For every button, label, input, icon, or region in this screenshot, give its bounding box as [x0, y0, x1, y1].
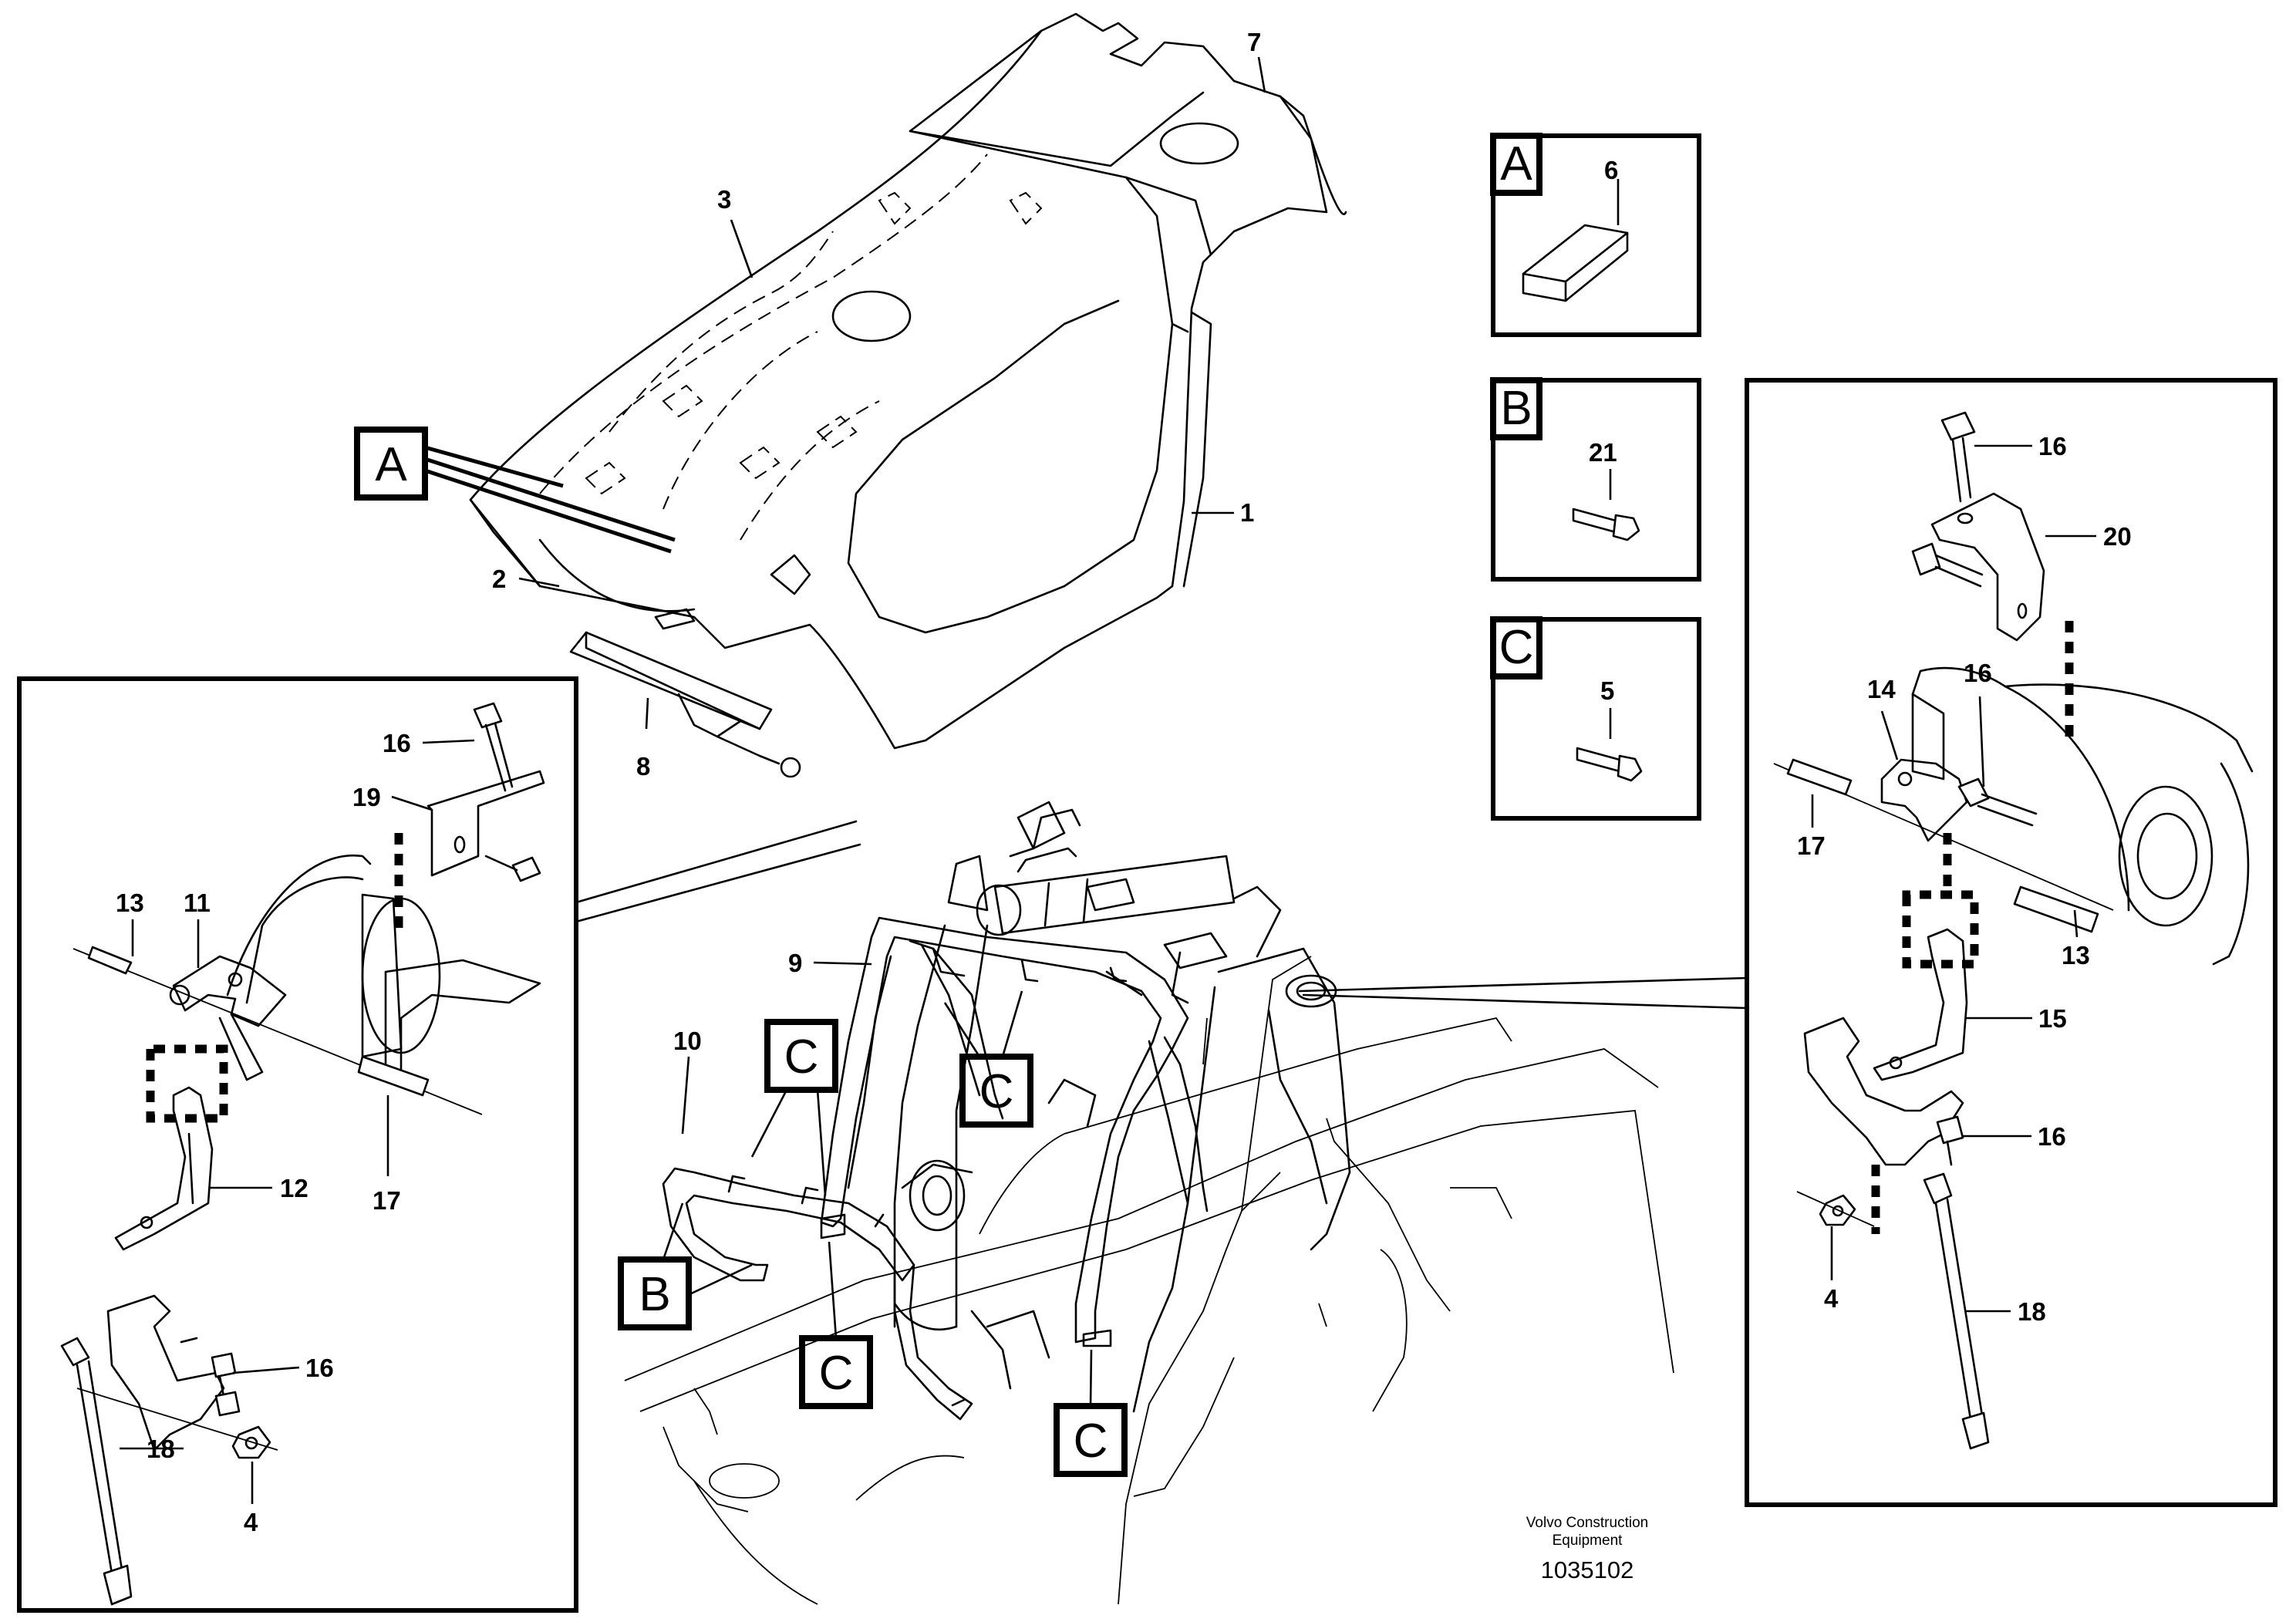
label-21: 21	[1589, 438, 1617, 467]
svg-text:B: B	[639, 1268, 670, 1321]
callout-c1: C	[750, 1019, 838, 1196]
left-label-13: 13	[116, 889, 144, 917]
label-10: 10	[673, 1027, 702, 1055]
label-2: 2	[492, 565, 506, 593]
detail-b-letter: B	[1500, 382, 1532, 435]
right-label-14: 14	[1867, 675, 1896, 703]
svg-text:C: C	[979, 1065, 1014, 1118]
detail-a-letter: A	[1500, 137, 1532, 191]
left-detail-box	[17, 676, 578, 1613]
part-numbers: 7 3 1 2 6 21 5 8 9 10 16 19 13 11 17 12 …	[116, 28, 2132, 1536]
right-detail-box	[1745, 378, 2277, 1507]
drawing-number: 1035102	[1541, 1556, 1634, 1583]
bracket-part-8	[569, 631, 801, 778]
machine-frame	[624, 801, 1674, 1605]
hood-cover	[469, 12, 1347, 750]
callout-b-main: B	[618, 1202, 753, 1330]
left-label-18: 18	[147, 1435, 175, 1463]
detail-b-key: B	[1490, 377, 1701, 582]
label-6: 6	[1604, 156, 1618, 184]
left-connector	[575, 820, 861, 923]
company-line-1: Volvo Construction	[1526, 1515, 1648, 1531]
callout-c3: C	[799, 1241, 873, 1409]
label-9: 9	[788, 949, 802, 977]
label-7: 7	[1247, 28, 1261, 56]
right-label-18: 18	[2018, 1297, 2046, 1326]
detail-a-key: A	[1490, 133, 1701, 337]
label-1: 1	[1240, 498, 1254, 527]
right-label-13: 13	[2062, 941, 2090, 969]
left-label-16-top: 16	[383, 729, 411, 757]
callout-a-main: A	[354, 427, 676, 554]
right-label-4: 4	[1824, 1284, 1839, 1313]
guard-frame-part-9	[820, 916, 1189, 1347]
callout-c2: C	[943, 990, 1033, 1128]
right-label-16-mid: 16	[1964, 659, 1992, 687]
right-label-15: 15	[2038, 1004, 2067, 1033]
left-label-19: 19	[352, 783, 381, 811]
svg-text:C: C	[1074, 1415, 1108, 1468]
right-label-17: 17	[1797, 831, 1826, 860]
right-label-16-top: 16	[2038, 432, 2067, 460]
drawing-reference: Volvo Construction Equipment 1035102	[1526, 1515, 1648, 1583]
left-label-11: 11	[184, 889, 211, 917]
part-leaders	[120, 56, 2096, 1504]
svg-text:C: C	[784, 1030, 819, 1084]
left-label-12: 12	[280, 1174, 308, 1202]
detail-c-key: C	[1490, 616, 1701, 821]
right-connector	[1298, 976, 1748, 1010]
svg-text:C: C	[819, 1347, 854, 1400]
label-8: 8	[636, 752, 650, 781]
left-label-16-bottom: 16	[305, 1354, 334, 1382]
right-label-20: 20	[2103, 522, 2132, 551]
label-3: 3	[717, 185, 731, 214]
guard-frame-part-10	[662, 1167, 973, 1421]
callout-c4: C	[1054, 1349, 1128, 1477]
detail-c-letter: C	[1499, 621, 1534, 674]
left-label-17: 17	[373, 1186, 401, 1215]
label-5: 5	[1600, 676, 1614, 705]
svg-text:A: A	[375, 438, 407, 491]
company-line-2: Equipment	[1553, 1533, 1623, 1549]
right-label-16-bottom: 16	[2038, 1122, 2066, 1151]
left-label-4: 4	[244, 1508, 258, 1536]
